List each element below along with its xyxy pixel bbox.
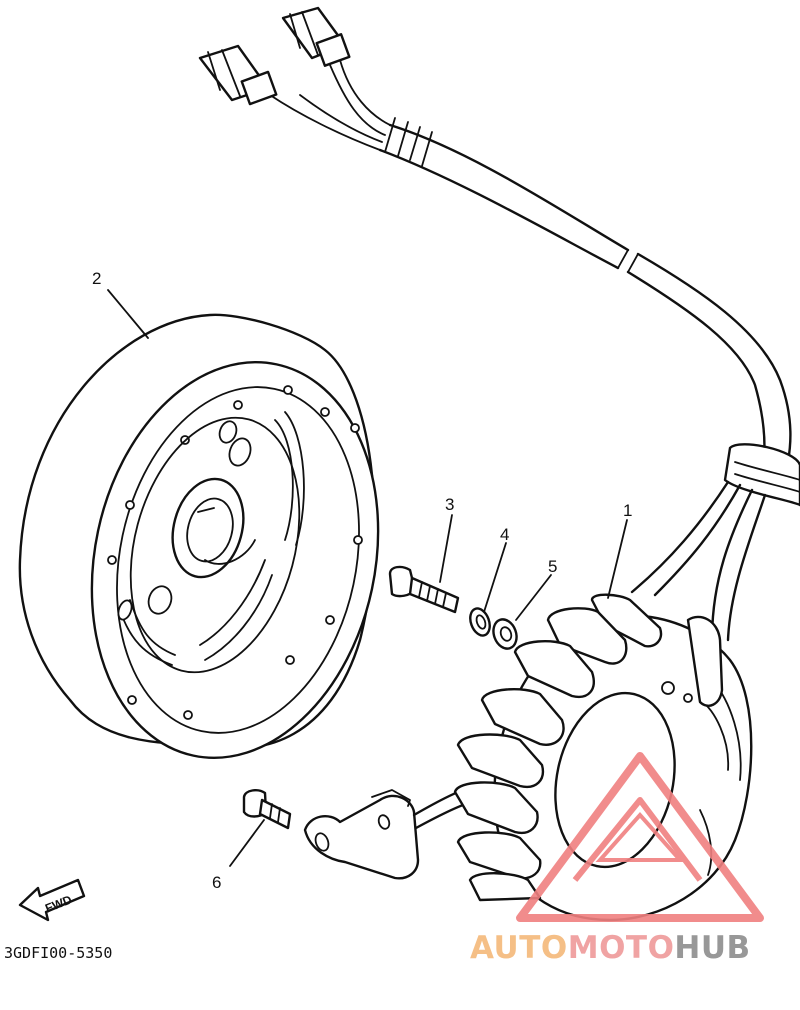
connector-upper: [281, 6, 351, 67]
watermark-triangle-icon: [516, 752, 764, 922]
stator-coils: [453, 593, 742, 902]
automotohub-watermark: AUTOMOTOHUB: [470, 752, 764, 966]
callout-1: 1: [623, 501, 632, 520]
rim-holes: [107, 385, 363, 720]
watermark-text: AUTOMOTOHUB: [470, 930, 751, 966]
watermark-auto: AUTO: [470, 930, 568, 966]
bolt: [388, 565, 460, 614]
plain-washer: [492, 618, 518, 650]
pickup-bracket: [303, 786, 474, 880]
connector-lower: [198, 44, 278, 106]
stator-assembly: [453, 593, 753, 922]
callout-3: 3: [445, 495, 454, 514]
callout-2: 2: [92, 269, 101, 288]
callout-4: 4: [500, 525, 509, 544]
watermark-hub: HUB: [674, 930, 750, 966]
screw: [242, 789, 292, 830]
watermark-moto: MOTO: [568, 930, 675, 966]
fwd-arrow-icon: FWD: [18, 878, 86, 922]
wire-harness: [198, 6, 800, 642]
rotor-flywheel: [18, 313, 380, 759]
part-code: 3GDFI00-5350: [4, 944, 112, 962]
callout-6: 6: [212, 873, 221, 892]
lock-washer: [469, 607, 491, 637]
callout-5: 5: [548, 557, 557, 576]
grommet: [723, 443, 800, 507]
callout-leaders: [107, 289, 628, 867]
